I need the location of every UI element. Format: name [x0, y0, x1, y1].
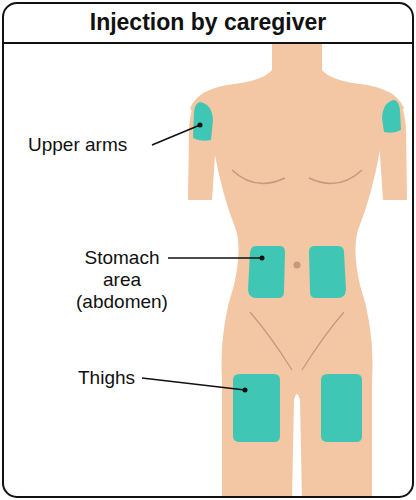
chest-line [232, 170, 285, 183]
injection-site [321, 374, 362, 442]
leader-dot [260, 256, 265, 261]
part-label: Upper arms [28, 134, 127, 156]
leader-dot [198, 123, 203, 128]
injection-site [382, 100, 401, 133]
hip-line [250, 312, 292, 370]
navel [294, 262, 301, 269]
diagram-title: Injection by caregiver [0, 8, 416, 36]
part-label: Thighs [78, 367, 135, 389]
injection-site [309, 246, 346, 298]
injection-site [233, 374, 280, 442]
torso [190, 44, 404, 496]
leader-line [168, 257, 262, 259]
hip-line [302, 312, 344, 370]
leader-line [142, 378, 245, 390]
frame-border [3, 3, 413, 497]
injection-site [193, 102, 213, 141]
leader-dot [243, 388, 248, 393]
injection-site [248, 246, 285, 298]
body-figure [188, 44, 407, 496]
chest-line [309, 170, 362, 183]
part-label: Stomach area (abdomen) [72, 247, 172, 313]
leader-line [152, 125, 200, 145]
title-divider [3, 42, 413, 44]
